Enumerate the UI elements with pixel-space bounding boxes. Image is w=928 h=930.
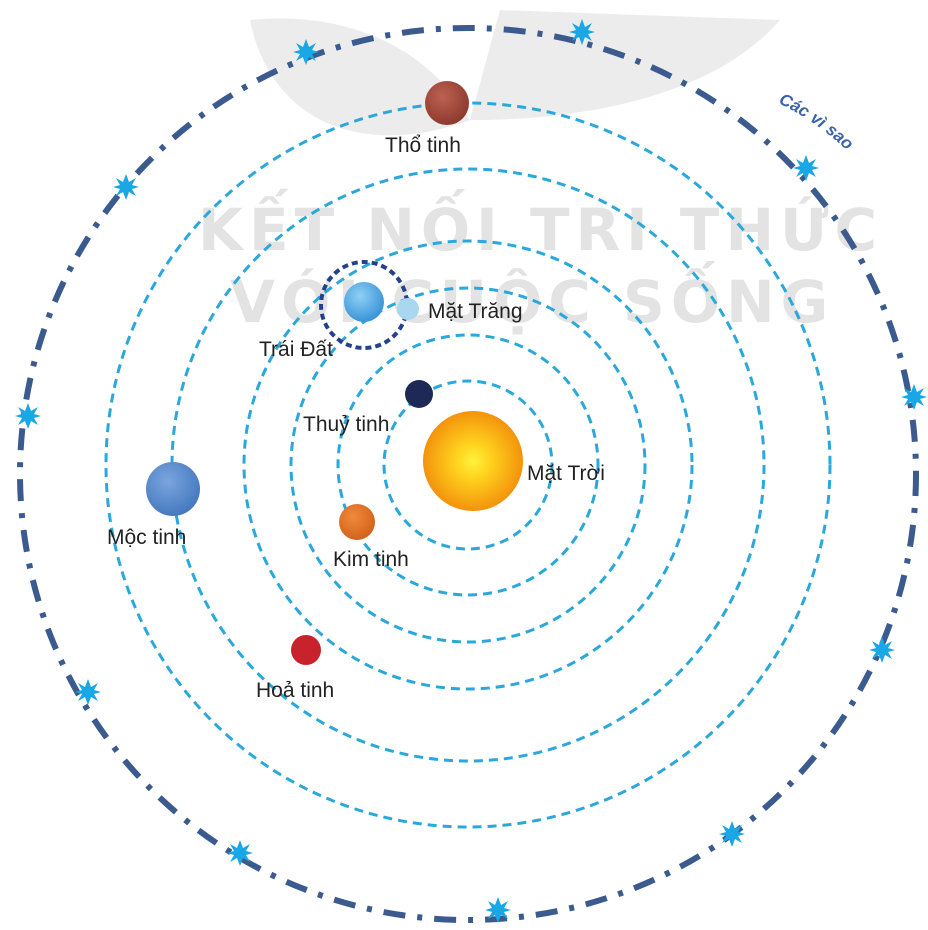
saturn (425, 81, 469, 125)
venus-label: Kim tinh (333, 548, 409, 571)
star-burst-icon (75, 679, 101, 705)
saturn-label: Thổ tinh (385, 134, 461, 157)
orbit-mercury (382, 379, 554, 551)
orbits (104, 101, 832, 829)
mercury (405, 380, 433, 408)
mercury-label: Thuỷ tinh (303, 413, 389, 436)
stars-label-text: Các vì sao (776, 90, 857, 154)
mars-label: Hoả tinh (256, 679, 334, 702)
orbit-venus (336, 333, 600, 597)
star-burst-icon (15, 403, 41, 429)
moon-label: Mặt Trăng (428, 300, 523, 323)
jupiter (146, 462, 200, 516)
sun (423, 411, 523, 511)
outer-star-ring (17, 25, 919, 923)
moon (397, 298, 419, 320)
mars (291, 635, 321, 665)
orbit-jupiter (170, 167, 766, 763)
earth-label: Trái Đất (259, 338, 333, 361)
orbit-saturn (104, 101, 832, 829)
venus (339, 504, 375, 540)
jupiter-label: Mộc tinh (107, 526, 186, 549)
star-burst-icon (869, 637, 895, 663)
stars-label: Các vì sao (776, 90, 857, 154)
star-burst-icon (793, 155, 819, 181)
star-burst-icon (719, 821, 745, 847)
watermark: KẾT NỐI TRI THỨC VỚI CUỘC SỐNG (198, 10, 877, 336)
sun-label: Mặt Trời (527, 462, 605, 485)
earth (344, 282, 384, 322)
orbit-mars (242, 239, 694, 691)
orbit-earth (289, 286, 647, 644)
